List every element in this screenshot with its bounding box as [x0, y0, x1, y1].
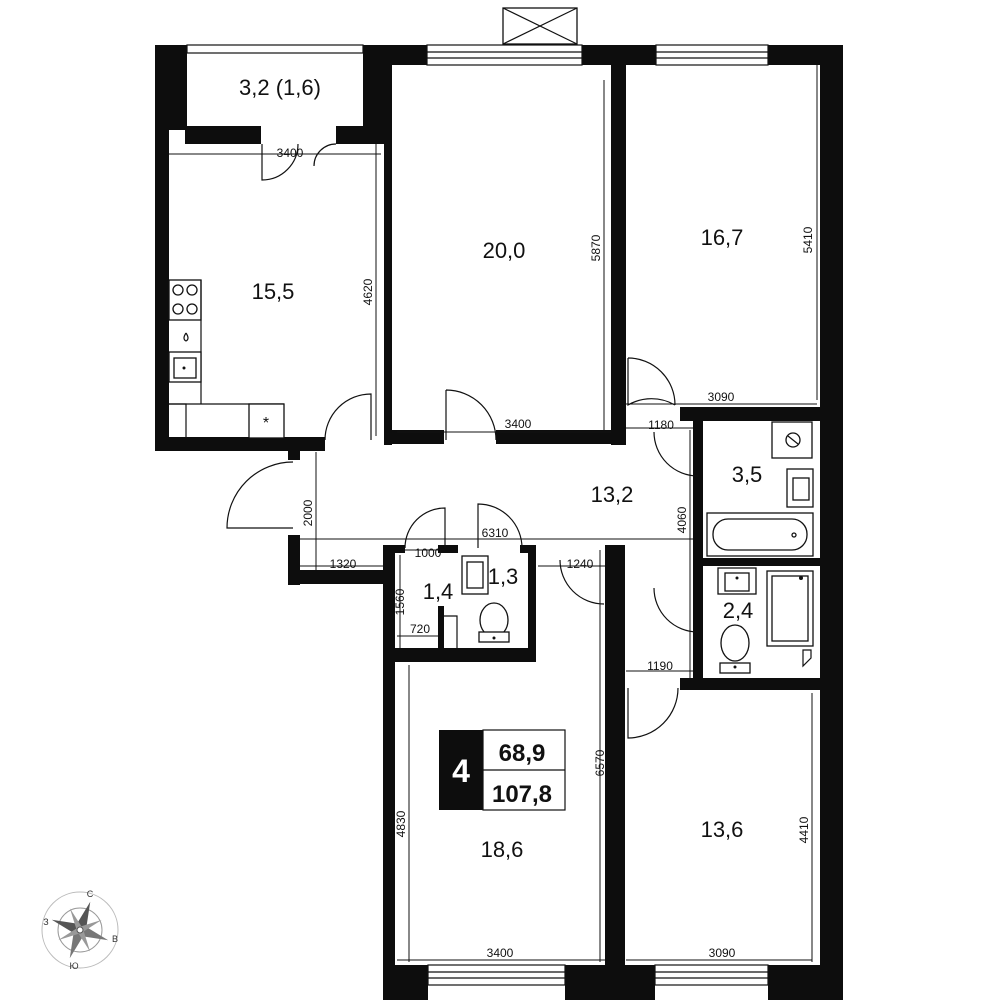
- dim-bedroom-20-width: 3400: [505, 417, 532, 431]
- dimension-lines: [169, 65, 818, 962]
- dim-6310: 6310: [482, 526, 509, 540]
- room-small-wc-area: 1,3: [488, 564, 519, 589]
- stove-icon: [168, 279, 202, 321]
- counter: *: [169, 280, 285, 439]
- room-storage-area: 1,4: [423, 579, 454, 604]
- dim-6570: 6570: [593, 749, 607, 776]
- bathroom-sink-icon: [786, 468, 814, 508]
- dim-1320: 1320: [330, 557, 357, 571]
- compass-north: С: [87, 889, 94, 899]
- compass-east: В: [112, 934, 118, 944]
- dim-1190: 1190: [647, 659, 673, 673]
- dim-1180: 1180: [648, 418, 674, 432]
- fixtures: *: [168, 279, 814, 674]
- walls: [155, 45, 843, 1000]
- dim-bedroom-20-depth: 5870: [589, 234, 603, 261]
- dim-bedroom-13-width: 3090: [709, 946, 736, 960]
- total-area-value: 107,8: [492, 781, 552, 808]
- dim-bedroom-16-width: 3090: [708, 390, 735, 404]
- dim-1240: 1240: [567, 557, 594, 571]
- dim-720: 720: [410, 622, 430, 636]
- dim-4410: 4410: [797, 816, 811, 843]
- living-area-value: 68,9: [499, 740, 546, 767]
- fridge-corner: [169, 403, 187, 438]
- dim-4830: 4830: [394, 810, 408, 837]
- ac-unit-icon: [502, 7, 578, 45]
- dimension-labels: 3400 4620 5870 3400 5410 3090 1180 4060 …: [277, 146, 815, 960]
- dim-bedroom-16-depth: 5410: [801, 226, 815, 253]
- kitchen-sink-icon: [168, 351, 202, 383]
- small-sink-icon: [461, 555, 489, 595]
- washing-machine-icon: [771, 421, 813, 459]
- room-bedroom-16-area: 16,7: [701, 225, 744, 250]
- room-bathroom-area: 3,5: [732, 462, 763, 487]
- compass-icon: С Ю З В: [41, 889, 119, 971]
- room-bedroom-18-area: 18,6: [481, 837, 524, 862]
- toilet-icon-1: [719, 624, 751, 674]
- storage-corner: [444, 615, 458, 648]
- compass-south: Ю: [69, 961, 78, 971]
- room-kitchen-area: 15,5: [252, 279, 295, 304]
- dim-1560: 1560: [393, 588, 407, 615]
- apartment-badge: 4 68,9 107,8: [439, 729, 566, 811]
- dim-1000: 1000: [415, 546, 442, 560]
- dim-kitchen-width: 3400: [277, 146, 304, 160]
- rooms-count: 4: [452, 753, 470, 789]
- windows: [186, 7, 769, 986]
- dim-2000: 2000: [301, 499, 315, 526]
- room-bedroom-20-area: 20,0: [483, 238, 526, 263]
- room-balcony-area: 3,2 (1,6): [239, 75, 321, 100]
- toilet-icon-2: [478, 602, 510, 643]
- dim-kitchen-depth: 4620: [361, 278, 375, 305]
- shower-icon: [766, 570, 814, 668]
- svg-text:*: *: [263, 415, 269, 432]
- room-toilet-area: 2,4: [723, 598, 754, 623]
- compass-west: З: [43, 917, 48, 927]
- sink-icon-2: [717, 567, 757, 595]
- bathtub-icon: [706, 512, 814, 557]
- room-labels: 3,2 (1,6) 15,5 20,0 16,7 13,2 3,5 2,4 1,…: [239, 75, 762, 862]
- room-bedroom-13-area: 13,6: [701, 817, 744, 842]
- dim-4060: 4060: [675, 506, 689, 533]
- room-hall-area: 13,2: [591, 482, 634, 507]
- dim-bedroom-18-width: 3400: [487, 946, 514, 960]
